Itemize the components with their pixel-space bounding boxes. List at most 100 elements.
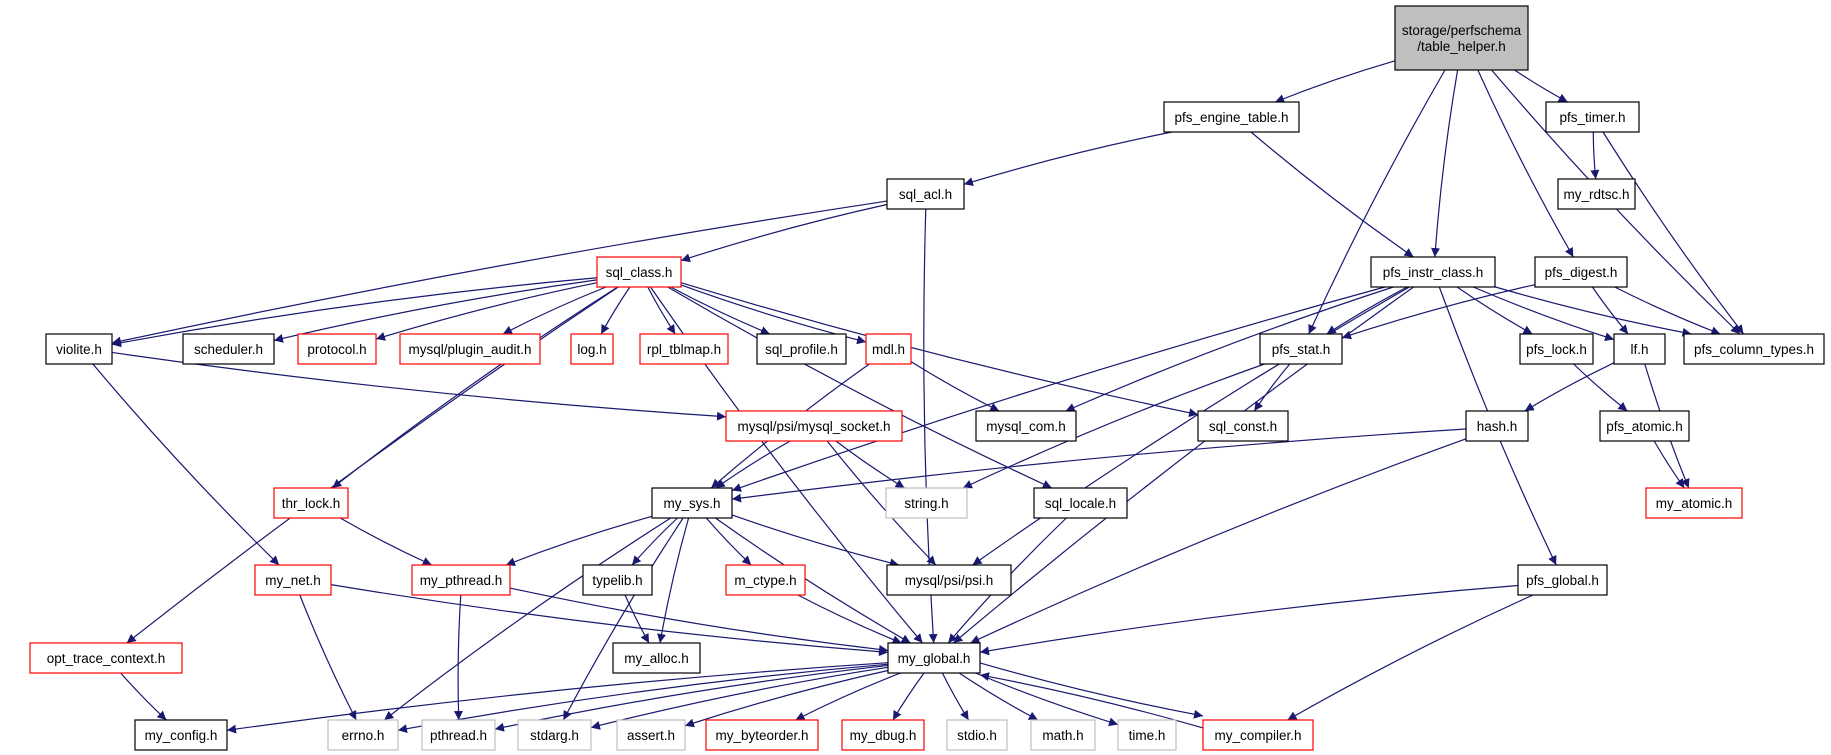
edge-my_global-to-stdio	[941, 672, 970, 721]
edge-pfs_atomic-to-my_atomic	[1653, 440, 1685, 489]
node-my-global[interactable]: my_global.h	[887, 642, 981, 674]
node-m-ctype[interactable]: m_ctype.h	[725, 564, 806, 596]
node-sql-locale[interactable]: sql_locale.h	[1033, 487, 1128, 519]
node-mysql-socket[interactable]: mysql/psi/mysql_socket.h	[725, 410, 903, 442]
node-box	[297, 333, 377, 365]
node-my-rdtsc[interactable]: my_rdtsc.h	[1557, 178, 1636, 210]
node-string[interactable]: string.h	[885, 487, 968, 519]
node-my-atomic[interactable]: my_atomic.h	[1645, 487, 1743, 519]
node-box	[946, 719, 1008, 751]
node-box	[616, 719, 686, 751]
node-root[interactable]: storage/perfschema/table_helper.h	[1394, 5, 1529, 71]
edge-m_ctype-to-my_global	[797, 594, 902, 644]
node-assert[interactable]: assert.h	[616, 719, 686, 751]
node-label: my_rdtsc.h	[1563, 187, 1629, 202]
edge-pfs_instr_class-to-my_global	[953, 286, 1414, 644]
node-stdio[interactable]: stdio.h	[946, 719, 1008, 751]
node-label: mysql_com.h	[986, 419, 1066, 434]
node-pfs-column-types[interactable]: pfs_column_types.h	[1683, 333, 1825, 365]
node-box	[639, 333, 729, 365]
node-my-pthread[interactable]: my_pthread.h	[411, 564, 511, 596]
node-box	[1202, 719, 1314, 751]
edge-pfs_instr_class-to-pfs_column_types	[1494, 286, 1692, 337]
edge-pfs_instr_class-to-my_sys	[731, 286, 1386, 492]
node-mysql-com[interactable]: mysql_com.h	[975, 410, 1077, 442]
node-hash[interactable]: hash.h	[1465, 410, 1529, 442]
node-pfs-stat[interactable]: pfs_stat.h	[1259, 333, 1343, 365]
node-stdarg[interactable]: stdarg.h	[517, 719, 592, 751]
edge-pfs_timer-to-my_rdtsc	[1590, 131, 1600, 180]
node-box	[421, 719, 496, 751]
edge-root-to-pfs_instr_class	[1431, 69, 1459, 258]
node-sql-acl[interactable]: sql_acl.h	[886, 178, 965, 210]
node-rpl-tblmap[interactable]: rpl_tblmap.h	[639, 333, 729, 365]
node-label: stdarg.h	[530, 728, 579, 743]
node-typelib[interactable]: typelib.h	[582, 564, 653, 596]
edge-my_pthread-to-pthread	[453, 594, 463, 721]
edge-my_global-to-my_compiler	[979, 662, 1204, 719]
node-my-compiler[interactable]: my_compiler.h	[1202, 719, 1314, 751]
node-pfs-digest[interactable]: pfs_digest.h	[1534, 256, 1628, 288]
node-label: assert.h	[627, 728, 675, 743]
node-pfs-atomic[interactable]: pfs_atomic.h	[1599, 410, 1690, 442]
edge-root-to-pfs_timer	[1514, 69, 1568, 103]
node-my-dbug[interactable]: my_dbug.h	[841, 719, 925, 751]
node-time[interactable]: time.h	[1117, 719, 1177, 751]
edge-typelib-to-my_alloc	[624, 594, 650, 644]
node-thr-lock[interactable]: thr_lock.h	[273, 487, 349, 519]
node-label: hash.h	[1477, 419, 1518, 434]
edge-pfs_engine_table-to-sql_acl	[963, 131, 1173, 187]
node-label: sql_profile.h	[765, 342, 838, 357]
node-math[interactable]: math.h	[1030, 719, 1096, 751]
node-box	[273, 487, 349, 519]
node-psi[interactable]: mysql/psi/psi.h	[886, 564, 1012, 596]
node-box	[29, 642, 183, 674]
node-box	[1517, 564, 1608, 596]
node-box	[756, 333, 847, 365]
node-opt-trace-context[interactable]: opt_trace_context.h	[29, 642, 183, 674]
node-my-net[interactable]: my_net.h	[254, 564, 332, 596]
node-pfs-lock[interactable]: pfs_lock.h	[1519, 333, 1594, 365]
edge-mysql_socket-to-my_sys	[715, 440, 791, 489]
node-label: my_net.h	[265, 573, 321, 588]
node-sql-class[interactable]: sql_class.h	[596, 256, 682, 288]
node-errno[interactable]: errno.h	[327, 719, 399, 751]
edge-sql_class-to-sql_const	[680, 282, 1199, 418]
node-sql-profile[interactable]: sql_profile.h	[756, 333, 847, 365]
node-label: my_config.h	[145, 728, 218, 743]
node-my-config[interactable]: my_config.h	[134, 719, 228, 751]
edge-sql_class-to-sql_profile	[670, 286, 771, 335]
node-box	[865, 333, 912, 365]
node-plugin-audit[interactable]: mysql/plugin_audit.h	[399, 333, 541, 365]
edge-sql_class-to-plugin_audit	[502, 286, 607, 335]
node-label: opt_trace_context.h	[47, 651, 166, 666]
node-label: my_compiler.h	[1214, 728, 1301, 743]
node-box	[1030, 719, 1096, 751]
node-lf[interactable]: lf.h	[1613, 333, 1666, 365]
node-log[interactable]: log.h	[570, 333, 614, 365]
node-my-byteorder[interactable]: my_byteorder.h	[705, 719, 819, 751]
node-my-alloc[interactable]: my_alloc.h	[612, 642, 701, 674]
node-pfs-global[interactable]: pfs_global.h	[1517, 564, 1608, 596]
node-violite[interactable]: violite.h	[45, 333, 113, 365]
node-pfs-instr-class[interactable]: pfs_instr_class.h	[1370, 256, 1496, 288]
edge-sql_class-to-thr_lock	[331, 286, 619, 489]
node-pfs-timer[interactable]: pfs_timer.h	[1545, 101, 1640, 133]
node-scheduler[interactable]: scheduler.h	[182, 333, 275, 365]
edge-sql_acl-to-violite	[111, 200, 888, 346]
node-label: string.h	[904, 496, 948, 511]
edge-my_global-to-errno	[397, 663, 889, 734]
edge-my_sys-to-m_ctype	[705, 517, 752, 566]
node-my-sys[interactable]: my_sys.h	[651, 487, 733, 519]
node-sql-const[interactable]: sql_const.h	[1197, 410, 1289, 442]
edge-mdl-to-mysql_com	[910, 361, 1000, 412]
node-label: sql_acl.h	[899, 187, 952, 202]
node-pthread[interactable]: pthread.h	[421, 719, 496, 751]
node-pfs-engine-table[interactable]: pfs_engine_table.h	[1163, 101, 1300, 133]
node-box	[254, 564, 332, 596]
node-protocol[interactable]: protocol.h	[297, 333, 377, 365]
node-mdl[interactable]: mdl.h	[865, 333, 912, 365]
edge-root-to-pfs_engine_table	[1274, 60, 1396, 103]
node-box	[1163, 101, 1300, 133]
node-box	[1557, 178, 1636, 210]
